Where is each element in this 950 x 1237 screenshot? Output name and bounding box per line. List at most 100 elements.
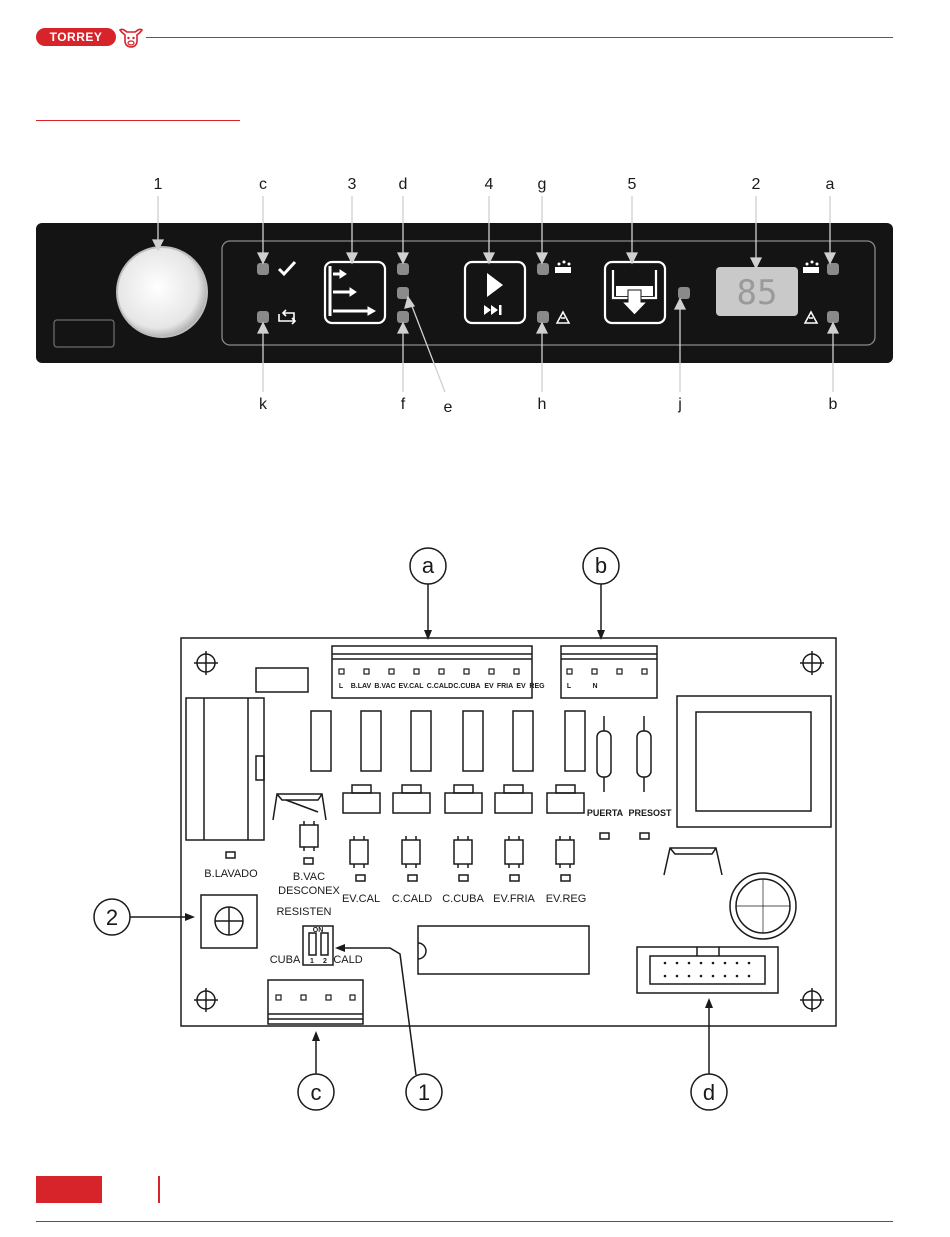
opto-bvac [300, 821, 318, 851]
dip-2: 2 [323, 958, 327, 965]
clip-right [664, 848, 722, 875]
label-desconex: DESCONEX [278, 885, 340, 897]
relay-1 [311, 711, 331, 771]
label-cuba: CUBA [270, 954, 301, 966]
display-value: 85 [737, 273, 778, 313]
callout-c: c [259, 176, 267, 193]
callout-1: 1 [154, 176, 163, 193]
terminal-block-c [268, 980, 363, 1024]
clip-left [273, 794, 326, 820]
label-presost: PRESOST [628, 808, 672, 818]
term-a-evcal: EV.CAL [398, 683, 424, 690]
led-b [827, 311, 839, 323]
led-ccald [408, 875, 417, 881]
term-b-l: L [567, 683, 572, 690]
term-a-bvac: B.VAC [374, 683, 395, 690]
dip-on: ON [313, 927, 324, 934]
led-g [537, 263, 549, 275]
callout-h: h [538, 396, 547, 413]
term-a-ev1: EV [484, 683, 494, 690]
led-ccuba [459, 875, 468, 881]
label-evcal: EV.CAL [342, 893, 380, 905]
callout-1-label: 1 [418, 1080, 430, 1105]
label-evreg: EV.REG [546, 893, 587, 905]
label-ccuba: C.CUBA [442, 893, 484, 905]
main-power-knob[interactable] [117, 247, 207, 337]
label-resisten: RESISTEN [276, 906, 331, 918]
pcb-diagram: a b 2 1 c d L B.LAV B.VAC EV.CAL C.CALD … [0, 530, 950, 1130]
callout-5: 5 [628, 176, 637, 193]
label-blavado: B.LAVADO [204, 868, 258, 880]
ribbon-connector [637, 947, 778, 993]
transformer-outer [677, 696, 831, 827]
label-evfria: EV.FRIA [493, 893, 535, 905]
term-a-reg: REG [529, 683, 545, 690]
led-blavado [226, 852, 235, 858]
callout-e: e [444, 399, 453, 416]
led-presost [640, 833, 649, 839]
transformer-inner [696, 712, 811, 811]
transistor-4 [495, 785, 532, 813]
callout-f: f [401, 396, 406, 413]
led-evcal [356, 875, 365, 881]
led-puerta [600, 833, 609, 839]
callout-g: g [538, 176, 547, 193]
led-bvac [304, 858, 313, 864]
label-puerta: PUERTA [587, 808, 624, 818]
footer-page-tab [36, 1176, 102, 1203]
pcb-label-block [256, 668, 308, 692]
opto-5 [556, 836, 574, 868]
opto-1 [350, 836, 368, 868]
callout-3: 3 [348, 176, 357, 193]
relay-5 [513, 711, 533, 771]
relay-4 [463, 711, 483, 771]
term-a-ccuba: C.CUBA [453, 683, 480, 690]
opto-2 [402, 836, 420, 868]
mounting-hole-br [800, 988, 824, 1012]
footer-divider [158, 1176, 160, 1203]
term-a-ev2: EV [516, 683, 526, 690]
led-evreg [561, 875, 570, 881]
transistor-2 [393, 785, 430, 813]
relay-6 [565, 711, 585, 771]
label-cald: CALD [333, 954, 362, 966]
bull-logo-icon [118, 26, 144, 48]
transistor-3 [445, 785, 482, 813]
led-a [827, 263, 839, 275]
term-a-l: L [339, 683, 344, 690]
led-k [257, 311, 269, 323]
transistor-1 [343, 785, 380, 813]
callout-j: j [677, 396, 682, 413]
callout-2-label: 2 [106, 905, 118, 930]
torrey-logo: TORREY [36, 26, 144, 48]
callout-a: a [826, 176, 835, 193]
term-a-ccald: C.CALD [427, 683, 453, 690]
ic-chip [418, 926, 589, 974]
fuse-puerta [597, 716, 611, 792]
term-a-fria: FRIA [497, 683, 513, 690]
main-relay-block [186, 698, 264, 840]
led-d [397, 263, 409, 275]
term-b-n: N [592, 683, 597, 690]
opto-4 [505, 836, 523, 868]
relay-2 [361, 711, 381, 771]
start-button[interactable] [465, 262, 525, 323]
label-bvac: B.VAC [293, 871, 325, 883]
led-h [537, 311, 549, 323]
mounting-hole-tr [800, 651, 824, 675]
led-evfria [510, 875, 519, 881]
callout-4: 4 [485, 176, 494, 193]
header-rule [146, 37, 893, 38]
fuse-presost [637, 716, 651, 792]
callout-d: d [399, 176, 408, 193]
label-ccald: C.CALD [392, 893, 432, 905]
dip-1: 1 [310, 958, 314, 965]
transistor-5 [547, 785, 584, 813]
callout-b-label: b [595, 553, 607, 578]
callout-d-label: d [703, 1080, 715, 1105]
relay-3 [411, 711, 431, 771]
mounting-hole-tl [194, 651, 218, 675]
led-e [397, 287, 409, 299]
callout-2: 2 [752, 176, 761, 193]
callout-b: b [829, 396, 838, 413]
